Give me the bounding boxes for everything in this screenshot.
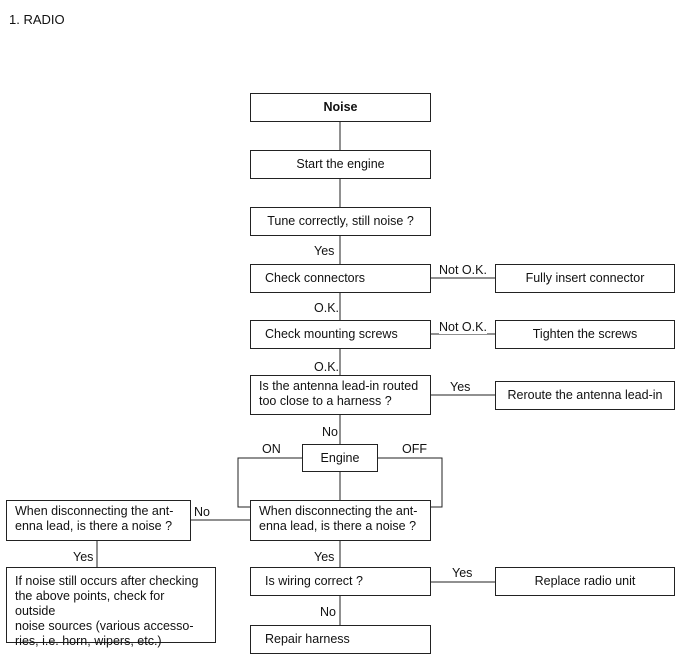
edge-label-no-antenna: No [322,425,338,439]
node-engine: Engine [302,444,378,472]
edge-label-yes-tune: Yes [314,244,335,258]
node-check-mounting-label: Check mounting screws [265,327,398,341]
edge-label-on: ON [262,442,281,456]
node-tighten-label: Tighten the screws [532,327,638,341]
node-antenna-routed-line-2: too close to a harness ? [259,394,392,408]
edge-label-no-wiring: No [320,605,336,619]
section-title: 1. RADIO [9,12,65,27]
connector-engine-on [237,457,302,508]
node-disconnect-right-line-2: enna lead, is there a noise ? [259,519,417,533]
node-start-engine-label: Start the engine [296,157,385,171]
node-noise-label: Noise [323,100,358,114]
node-repair-harness-label: Repair harness [265,632,350,646]
node-engine-label: Engine [320,450,360,465]
node-outside-noise-line-1: If noise still occurs after checking [15,574,199,588]
edge-label-no-disconnect: No [194,505,210,519]
edge-label-notok-connectors: Not O.K. [439,263,487,277]
node-noise: Noise [250,93,431,122]
node-antenna-routed: Is the antenna lead-in routed too close … [250,375,431,415]
node-reroute: Reroute the antenna lead-in [495,381,675,410]
node-antenna-routed-line-1: Is the antenna lead-in routed [259,379,419,393]
node-tune-label: Tune correctly, still noise ? [267,214,414,228]
node-check-connectors: Check connectors [250,264,431,293]
node-replace-radio-label: Replace radio unit [534,574,636,588]
node-tighten: Tighten the screws [495,320,675,349]
edge-label-yes-antenna: Yes [450,380,471,394]
connector-engine-off [378,457,443,508]
node-fully-insert-label: Fully insert connector [525,271,645,285]
node-repair-harness: Repair harness [250,625,431,654]
node-check-mounting: Check mounting screws [250,320,431,349]
node-disconnect-right-line-1: When disconnecting the ant- [259,504,418,518]
node-check-connectors-label: Check connectors [265,271,366,285]
node-wiring-label: Is wiring correct ? [265,574,363,588]
node-outside-noise: If noise still occurs after checking the… [6,567,216,648]
node-disconnect-left-line-1: When disconnecting the ant- [15,504,174,518]
node-disconnect-right: When disconnecting the ant- enna lead, i… [250,500,431,541]
node-reroute-label: Reroute the antenna lead-in [507,388,663,402]
edge-label-ok-mounting: O.K. [314,360,340,374]
node-wiring: Is wiring correct ? [250,567,431,596]
edge-label-yes-wiring: Yes [452,566,473,580]
edge-label-notok-mounting: Not O.K. [439,320,487,334]
node-start-engine: Start the engine [250,150,431,179]
edge-label-off: OFF [402,442,427,456]
node-outside-noise-line-3: noise sources (various accesso- [15,619,194,633]
node-outside-noise-line-2: the above points, check for outside [15,589,165,618]
node-replace-radio: Replace radio unit [495,567,675,596]
node-outside-noise-line-4: ries, i.e. horn, wipers, etc.) [15,634,162,648]
node-disconnect-left: When disconnecting the ant- enna lead, i… [6,500,191,541]
node-fully-insert: Fully insert connector [495,264,675,293]
node-disconnect-left-line-2: enna lead, is there a noise ? [15,519,173,533]
edge-label-yes-disconnect: Yes [314,550,335,564]
node-tune: Tune correctly, still noise ? [250,207,431,236]
edge-label-ok-connectors: O.K. [314,301,340,315]
edge-label-yes-left: Yes [73,550,94,564]
